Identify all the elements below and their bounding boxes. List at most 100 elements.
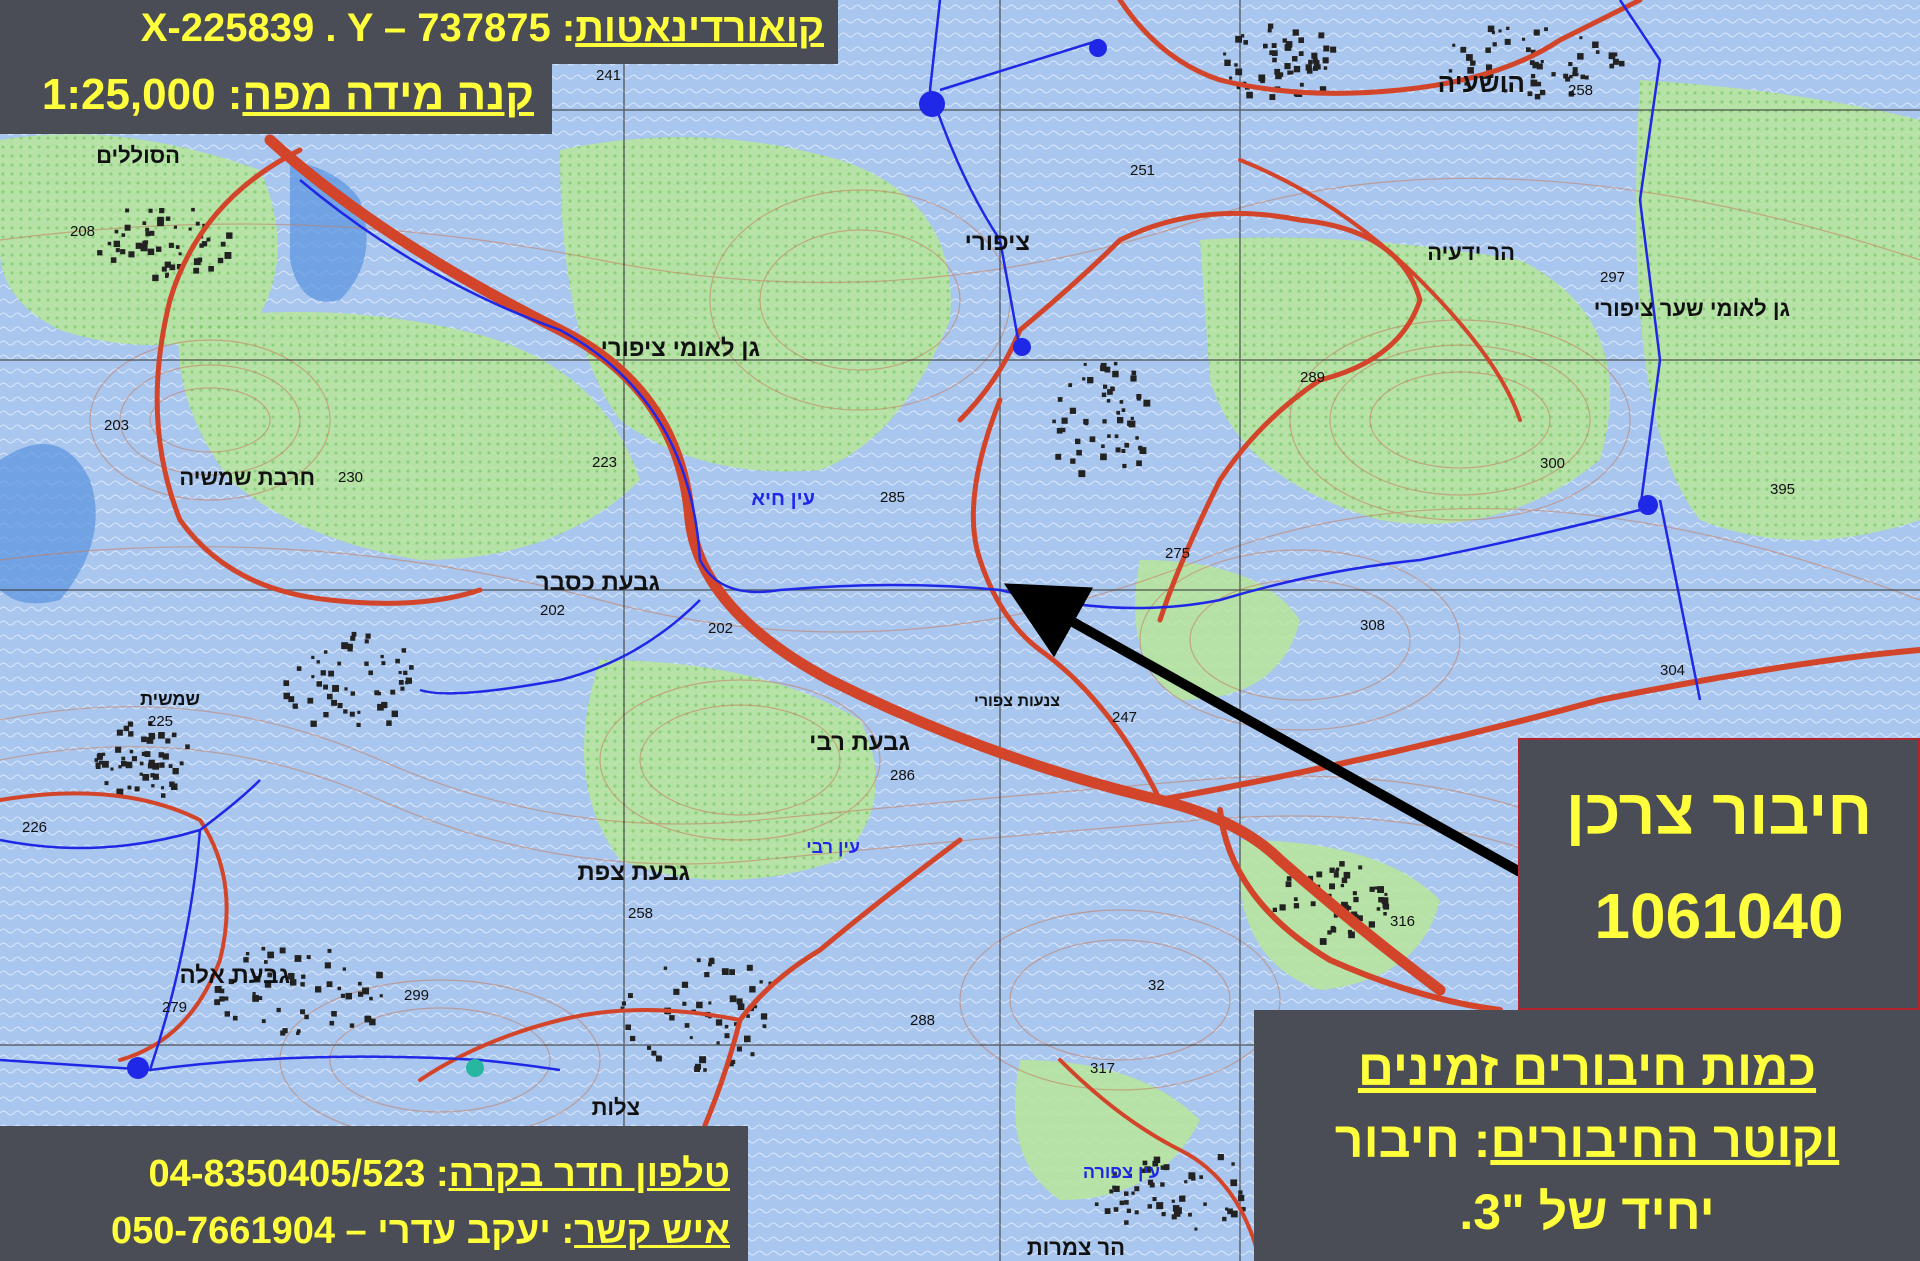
building <box>139 772 143 776</box>
elev-223: 223 <box>592 454 617 471</box>
building <box>1522 37 1526 41</box>
building <box>1282 38 1287 43</box>
building <box>331 699 337 706</box>
building <box>1619 60 1625 67</box>
building <box>228 978 234 985</box>
label-ein-rabi: עין רבי <box>806 837 860 857</box>
building <box>145 227 150 232</box>
person-value[interactable]: יעקב עדרי – 050-7661904 <box>110 1210 551 1252</box>
building <box>1236 85 1241 90</box>
building <box>1100 362 1107 369</box>
building <box>684 1023 690 1028</box>
building <box>1527 91 1533 97</box>
building <box>201 241 208 247</box>
elev-230: 230 <box>338 469 363 486</box>
building <box>141 736 147 743</box>
road-west-loop <box>154 147 483 606</box>
building <box>1087 377 1094 384</box>
building <box>736 1046 742 1052</box>
building <box>1055 453 1062 460</box>
building <box>315 986 322 993</box>
building <box>113 240 120 248</box>
building <box>390 689 396 695</box>
building <box>1335 867 1340 871</box>
building <box>169 264 176 271</box>
building <box>332 685 339 692</box>
building <box>120 249 126 255</box>
building <box>110 767 114 771</box>
label-hasolelim: הסוללים <box>96 143 180 168</box>
building <box>139 761 144 766</box>
building <box>1504 38 1511 45</box>
building <box>340 993 345 998</box>
building <box>737 1003 745 1010</box>
building <box>364 639 369 644</box>
phone-value[interactable]: 04-8350405/523 <box>148 1153 426 1195</box>
building <box>1329 883 1335 890</box>
building <box>754 1005 758 1009</box>
building <box>724 1024 729 1029</box>
building <box>300 1009 305 1015</box>
building <box>1260 78 1265 84</box>
building <box>1358 865 1363 870</box>
building <box>1115 447 1121 453</box>
building <box>214 999 221 1006</box>
building <box>368 670 373 676</box>
building <box>1136 460 1142 467</box>
building <box>1109 1189 1114 1194</box>
building <box>206 237 211 242</box>
building <box>1149 1182 1155 1188</box>
building <box>1076 449 1082 456</box>
building <box>156 246 162 252</box>
building <box>1306 68 1313 74</box>
building <box>219 988 225 994</box>
building <box>1582 75 1586 79</box>
building <box>621 1001 626 1006</box>
scale-value: 1:25,000 <box>41 70 216 119</box>
label-park-shaar-tzipori: גן לאומי שער ציפורי <box>1594 296 1790 321</box>
building <box>168 242 174 248</box>
building <box>243 957 249 963</box>
building <box>294 955 302 962</box>
coordinates-label: קואורדינאטות <box>575 6 824 50</box>
building <box>380 654 384 659</box>
building <box>1612 58 1619 65</box>
building <box>1124 1220 1129 1225</box>
building <box>337 661 342 666</box>
building <box>1536 81 1542 87</box>
building <box>1377 886 1384 893</box>
building <box>365 633 371 639</box>
road-south <box>1217 807 1503 1013</box>
building <box>1584 75 1589 80</box>
building <box>1595 50 1600 54</box>
building <box>316 681 322 687</box>
consumer-connection-point[interactable] <box>466 1059 484 1077</box>
building <box>232 1015 238 1021</box>
building <box>128 251 135 258</box>
elev-202a: 202 <box>540 602 565 619</box>
map-labels: הסוללים הושעיה הר ידעיה גן לאומי ציפורי … <box>96 68 1790 1260</box>
building <box>327 693 333 700</box>
building <box>1536 63 1543 70</box>
building <box>1152 1160 1159 1167</box>
coordinates-separator: : <box>561 6 576 50</box>
building <box>1313 66 1318 71</box>
building <box>1316 871 1323 878</box>
elev-241: 241 <box>596 67 621 84</box>
building <box>252 992 256 996</box>
building <box>347 646 353 652</box>
building <box>1235 35 1242 43</box>
building <box>168 764 173 768</box>
building <box>1100 453 1107 461</box>
quantity-line-2-separator: : <box>1473 1112 1491 1168</box>
elev-297: 297 <box>1600 269 1625 286</box>
building <box>1147 1179 1154 1185</box>
building <box>1119 400 1124 404</box>
building <box>128 731 134 737</box>
building <box>1070 458 1076 464</box>
building <box>1241 34 1245 38</box>
building <box>310 720 317 727</box>
building <box>142 774 150 781</box>
building <box>1341 877 1348 884</box>
